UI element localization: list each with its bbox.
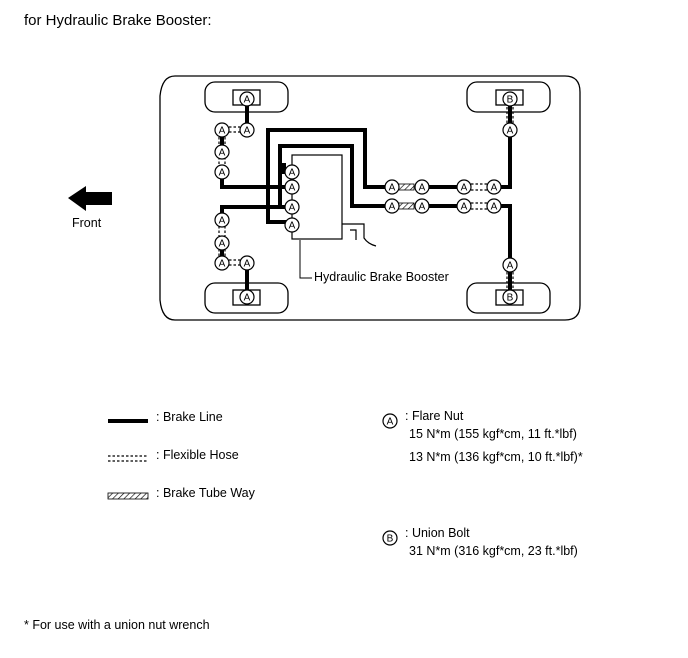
brake-lines xyxy=(220,100,512,297)
legend-flare-nut-label: : Flare Nut xyxy=(405,409,464,423)
hydraulic-brake-booster xyxy=(291,154,377,279)
legend-flexible-hose-swatch xyxy=(108,455,148,462)
brake-tube-ways xyxy=(397,183,415,210)
flare-nut-torque-1: 15 N*m (155 kgf*cm, 11 ft.*lbf) xyxy=(409,427,577,441)
flare-nut-torque-2: 13 N*m (136 kgf*cm, 10 ft.*lbf)* xyxy=(409,450,583,464)
legend-brake-tube-way-swatch xyxy=(107,492,149,500)
legend-flare-nut-icon xyxy=(382,413,398,429)
legend-union-bolt-icon xyxy=(382,530,398,546)
front-label: Front xyxy=(72,216,102,230)
legend-brake-line-label: : Brake Line xyxy=(156,410,223,424)
vehicle-outline xyxy=(159,75,581,321)
front-arrow-icon xyxy=(68,186,112,211)
flexible-hoses xyxy=(218,107,514,290)
page-title: for Hydraulic Brake Booster: xyxy=(24,12,212,29)
legend-flexible-hose-label: : Flexible Hose xyxy=(156,448,239,462)
footnote: * For use with a union nut wrench xyxy=(24,618,210,632)
union-bolt-torque: 31 N*m (316 kgf*cm, 23 ft.*lbf) xyxy=(409,544,578,558)
legend-brake-tube-way-label: : Brake Tube Way xyxy=(156,486,255,500)
legend-union-bolt-label: : Union Bolt xyxy=(405,526,470,540)
booster-label: Hydraulic Brake Booster xyxy=(314,270,449,284)
